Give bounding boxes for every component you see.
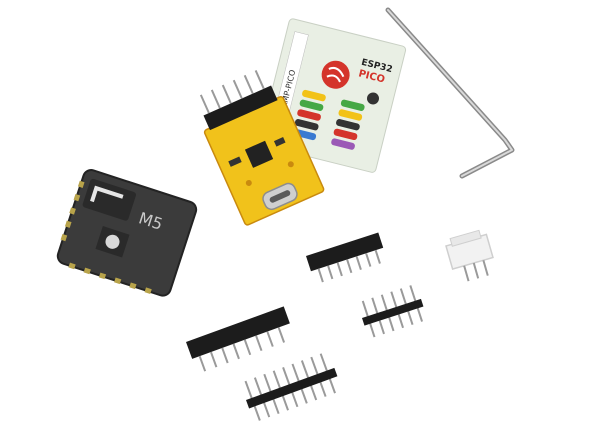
pin-label-rows	[292, 89, 379, 150]
jst-connector	[445, 229, 494, 282]
usb-programmer-board	[199, 70, 325, 226]
allen-key	[385, 7, 515, 179]
female-header-small	[306, 232, 384, 283]
male-header-long	[244, 353, 338, 421]
female-header-long	[186, 306, 290, 372]
button-icon	[105, 234, 120, 249]
chip	[244, 140, 274, 168]
espressif-logo-icon	[321, 60, 350, 89]
male-header-short	[361, 285, 424, 338]
m5-stamp-module: M5	[56, 169, 198, 297]
